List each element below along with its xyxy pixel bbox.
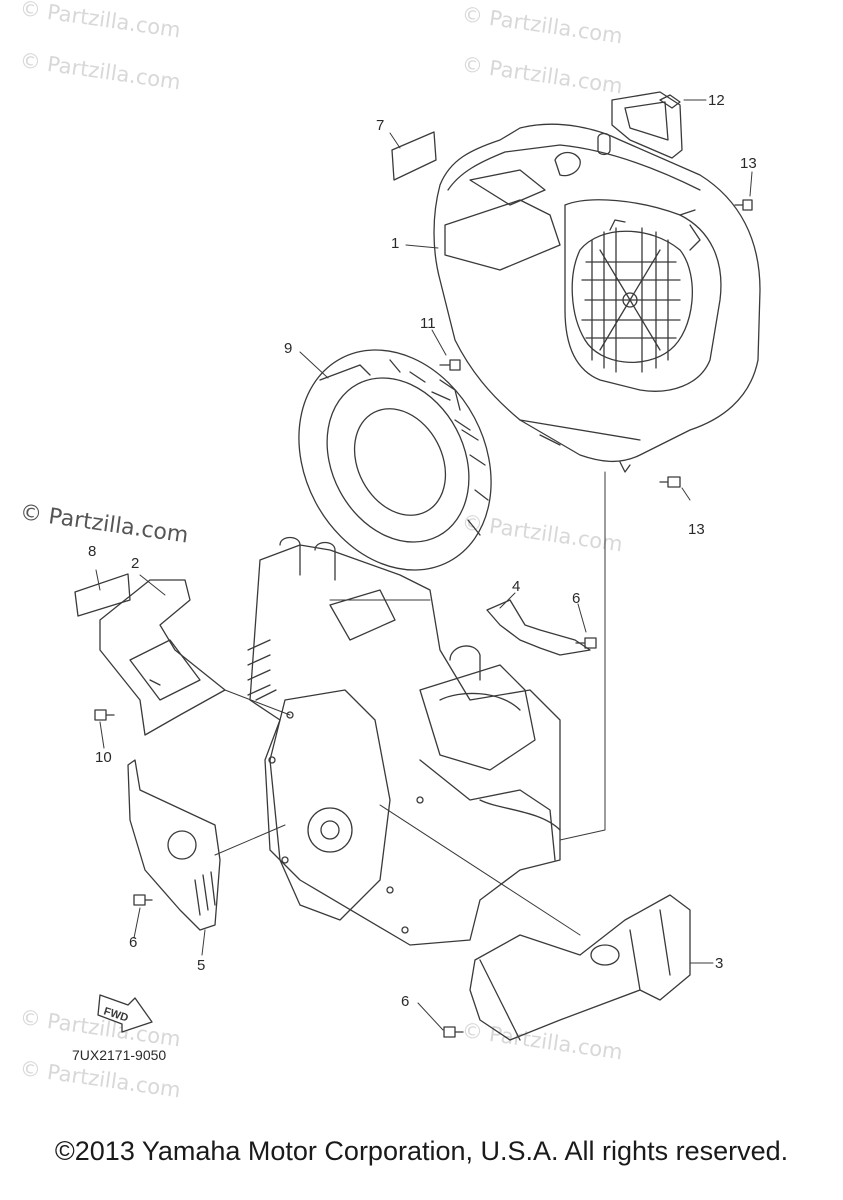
callout-4: 4 <box>512 578 521 595</box>
callout-8: 8 <box>88 543 97 560</box>
guard-part-3 <box>469 894 691 1041</box>
guard-part-5 <box>127 759 221 931</box>
callout-9: 9 <box>284 340 293 357</box>
flywheel-part <box>298 349 492 571</box>
callout-5: 5 <box>197 957 206 974</box>
callout-6c: 6 <box>401 993 410 1010</box>
leader-lines <box>95 99 753 1031</box>
callout-12: 12 <box>708 92 725 109</box>
copyright-notice: ©2013 Yamaha Motor Corporation, U.S.A. A… <box>54 1136 789 1166</box>
callout-3: 3 <box>715 955 724 972</box>
bracket-part-4 <box>486 599 591 656</box>
callout-1: 1 <box>391 235 400 252</box>
cover-part-2 <box>99 579 226 736</box>
bracket-part <box>597 91 683 159</box>
callout-6a: 6 <box>572 590 581 607</box>
fwd-arrow-icon: FWD <box>97 994 153 1033</box>
callout-13b: 13 <box>688 521 705 538</box>
callout-11: 11 <box>420 315 436 332</box>
callout-10: 10 <box>95 749 112 766</box>
label-sticker-part-8 <box>74 573 131 617</box>
air-shroud-part <box>433 123 761 473</box>
callout-7: 7 <box>376 117 385 134</box>
diagram-part-code: 7UX2171-9050 <box>72 1047 167 1063</box>
callout-13a: 13 <box>740 155 757 172</box>
engine-block <box>247 536 561 946</box>
callout-2: 2 <box>131 555 140 572</box>
label-sticker-part <box>391 131 437 181</box>
callout-6b: 6 <box>129 934 138 951</box>
